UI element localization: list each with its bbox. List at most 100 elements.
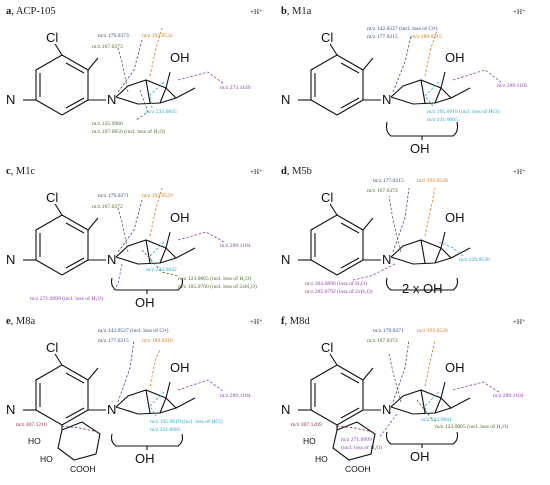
mz-d1: m/z 193.0528 — [417, 178, 448, 184]
frag-line-b1 — [424, 29, 438, 77]
panel-a-chlorine: Cl — [46, 30, 58, 45]
panel-f-nitrile-n: N — [281, 402, 290, 417]
mz-c6: m/z 105.0700 (incl. loss of 2xH₂O) — [178, 283, 257, 290]
panel-e-amine-n: N — [107, 402, 116, 417]
mz-d2: m/z 167.0372 — [367, 188, 398, 194]
mz-b1: m/z 177.0215 — [367, 34, 398, 40]
panel-f-glucuronide-ring — [332, 421, 376, 461]
frag-line-c4 — [149, 241, 165, 267]
mz-c4: m/z 233.0842 — [146, 267, 177, 273]
frag-line-d3 — [438, 241, 464, 257]
panel-f-charge: +H⁺ — [513, 318, 526, 326]
panel-a: a, ACP-105 +H⁺ Cl N N OH m/z 179.0373 m/… — [6, 6, 263, 135]
mz-d5: m/z 285.0792 (loss of 2xH₂O) — [305, 288, 373, 295]
mz-e5: m/z 195.0919 (incl. loss of HCl) — [150, 418, 223, 425]
frag-line-d1 — [424, 187, 436, 237]
panel-b: b, M1a +H⁺ Cl N N OH OH m/z 142.0527 (in… — [281, 6, 528, 156]
panel-e-oh-sub: OH — [135, 451, 155, 466]
panel-d-nitrile-n: N — [281, 252, 290, 267]
mz-f7: m/z 271.0999 — [341, 437, 372, 443]
mz-e6: m/z 231.0685 — [150, 427, 181, 433]
frag-line-c0 — [117, 199, 143, 253]
mz-a2: m/z 167.0373 — [92, 44, 123, 50]
frag-line-f2 — [388, 353, 402, 403]
mz-d4: m/z 303.0896 (loss of H₂O) — [305, 280, 367, 287]
frag-line-a0 — [117, 39, 143, 93]
panel-e-nitrile-n: N — [6, 402, 15, 417]
panel-e-ho-1: HO — [28, 436, 41, 446]
panel-b-title: b, M1a — [281, 6, 312, 17]
frag-line-f3 — [452, 381, 500, 393]
mz-b0: m/z 142.0527 (incl. loss of Cl•) — [367, 25, 438, 32]
mz-f5: m/z 307.1209 — [291, 422, 322, 428]
panel-d-hydroxyl: OH — [445, 210, 465, 225]
frag-line-e4 — [61, 425, 99, 433]
panel-e-glucuronide-ring — [57, 421, 101, 461]
panel-e-chlorine: Cl — [46, 340, 58, 355]
mz-c1: m/z 193.0529 — [142, 193, 173, 199]
panel-f-title: f, M8d — [281, 316, 310, 327]
panel-c-oh-sub: OH — [135, 295, 155, 310]
panel-f-chlorine: Cl — [321, 340, 333, 355]
frag-line-d2 — [388, 195, 402, 253]
mz-f0: m/z 179.0371 — [373, 328, 404, 334]
panel-e-bracket — [110, 433, 184, 447]
frag-line-b2 — [452, 69, 502, 83]
frag-line-a4 — [149, 81, 165, 109]
frag-line-e2 — [177, 379, 225, 393]
frag-line-f0 — [392, 339, 410, 403]
mz-c7: m/z 271.0999 (incl. loss of H₂O) — [30, 295, 103, 302]
mz-a5: m/z 125.0960 — [92, 121, 123, 127]
mz-c5: m/z 123.0805 (incl. loss of H₂O) — [178, 275, 251, 282]
frag-line-a2 — [117, 47, 129, 93]
panel-b-chlorine: Cl — [321, 30, 333, 45]
panel-d: d, M5b +H⁺ Cl N N OH 2 x OH m/z 177.0215… — [281, 166, 526, 296]
panel-d-two-oh: 2 x OH — [402, 281, 442, 296]
panel-c-charge: +H⁺ — [250, 168, 263, 176]
mz-e0: m/z 142.0527 (incl. loss of Cl•) — [98, 327, 169, 334]
frag-line-f6 — [416, 399, 438, 423]
mz-a4: m/z 233.0845 — [146, 109, 177, 115]
mz-a3: m/z 273.1149 — [220, 85, 251, 91]
panel-d-amine-n: N — [382, 252, 391, 267]
panel-f-ho-1: HO — [303, 436, 316, 446]
mz-e3: m/z 289.1104 — [220, 393, 251, 399]
mz-d0: m/z 177.0215 — [373, 178, 404, 184]
mz-b3: m/z 289.1105 — [497, 83, 528, 89]
panel-b-hydroxyl: OH — [445, 50, 465, 65]
panel-e-charge: +H⁺ — [250, 318, 263, 326]
mz-c2: m/z 167.0372 — [92, 204, 123, 210]
mz-e4: m/z 307.1210 — [16, 422, 47, 428]
panel-b-bracket — [385, 121, 459, 137]
panel-d-bracket — [385, 277, 459, 291]
mz-b4: m/z 195.0918 (incl. loss of HCl) — [427, 108, 500, 115]
panel-e-ho-2: HO — [40, 454, 53, 464]
panel-f-ho-2: HO — [315, 454, 328, 464]
mz-b5: m/z 231.0685 — [427, 117, 458, 123]
panel-b-charge: +H⁺ — [513, 8, 526, 16]
frag-line-c3 — [177, 231, 225, 243]
panel-b-nitrile-n: N — [281, 92, 290, 107]
mz-f4: m/z 233.0841 — [421, 417, 452, 423]
frag-line-c6 — [111, 263, 123, 293]
frag-line-b0 — [392, 35, 412, 93]
panel-b-oh-sub: OH — [410, 141, 430, 156]
frag-line-f4 — [424, 391, 440, 417]
panel-e-title: e, M8a — [6, 316, 36, 327]
panel-c-bracket — [110, 277, 184, 291]
panel-a-nitrile-n: N — [6, 92, 15, 107]
mz-f6: m/z 123.0805 (incl. loss of H₂O) — [435, 423, 508, 430]
mz-d3: m/z 229.0530 — [459, 257, 490, 263]
panel-f-oh-sub: OH — [410, 449, 430, 464]
frag-line-e3 — [149, 391, 165, 417]
mz-a6: m/z 107.0856 (incl. loss of H₂O) — [92, 128, 165, 135]
panel-f-bracket — [385, 431, 459, 445]
panel-f: f, M8d +H⁺ Cl N N OH OH HO HO COOH m/z 1… — [281, 316, 526, 474]
mz-e1: m/z 177.0215 — [98, 338, 129, 344]
frag-line-a5 — [135, 89, 149, 121]
panel-c-chlorine: Cl — [46, 190, 58, 205]
panel-d-title: d, M5b — [281, 166, 312, 177]
frag-line-a3 — [177, 71, 225, 85]
frag-line-c1 — [149, 187, 163, 237]
